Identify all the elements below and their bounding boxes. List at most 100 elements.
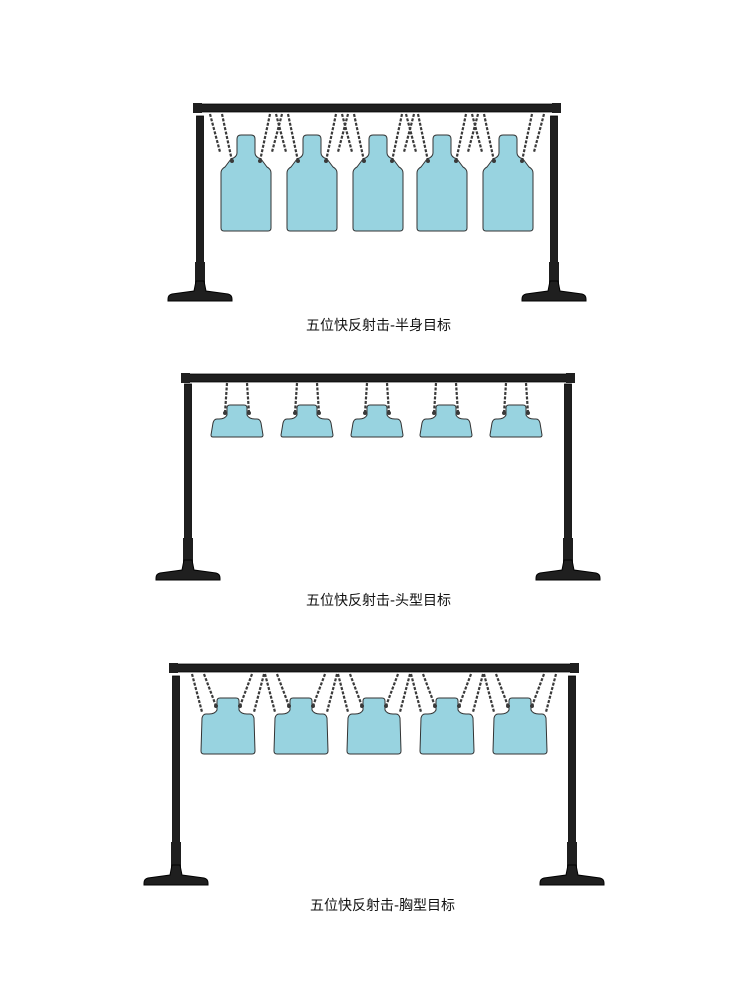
chain bbox=[324, 113, 338, 162]
hook bbox=[293, 411, 297, 415]
hook bbox=[506, 704, 510, 708]
target-plate bbox=[419, 404, 473, 438]
hook bbox=[247, 411, 251, 415]
chain bbox=[202, 673, 218, 707]
chain bbox=[502, 382, 508, 414]
stand-foot bbox=[167, 280, 233, 302]
target-plate bbox=[200, 697, 256, 755]
hook bbox=[324, 159, 328, 163]
hook bbox=[384, 704, 388, 708]
top-crossbar bbox=[171, 663, 577, 673]
stand-foot bbox=[535, 559, 601, 581]
post-sleeve bbox=[563, 538, 573, 566]
hook bbox=[492, 159, 496, 163]
target-plate bbox=[350, 404, 404, 438]
hook bbox=[433, 704, 437, 708]
half-body-target-stand bbox=[167, 103, 587, 302]
caption-chest: 五位快反射击-胸型目标 bbox=[310, 898, 456, 914]
chain bbox=[409, 673, 423, 713]
hook bbox=[426, 159, 430, 163]
target-plate bbox=[352, 134, 404, 232]
target-plate bbox=[492, 697, 548, 755]
target-plate bbox=[489, 404, 543, 438]
chain bbox=[258, 113, 272, 162]
chain bbox=[274, 113, 288, 153]
hook bbox=[287, 704, 291, 708]
chain bbox=[190, 673, 204, 713]
chain bbox=[348, 673, 364, 707]
chain bbox=[482, 673, 496, 713]
post-sleeve bbox=[549, 262, 559, 290]
chain bbox=[311, 673, 327, 707]
target-plate bbox=[273, 697, 329, 755]
chain bbox=[336, 673, 350, 713]
target-plate bbox=[482, 134, 534, 232]
post-sleeve bbox=[567, 842, 577, 870]
hook bbox=[520, 159, 524, 163]
target-plate bbox=[280, 404, 334, 438]
hook bbox=[454, 159, 458, 163]
target-plate bbox=[419, 697, 475, 755]
target-plate bbox=[286, 134, 338, 232]
chain bbox=[315, 382, 321, 414]
chest-target-stand bbox=[143, 663, 605, 886]
chain bbox=[421, 673, 437, 707]
corner-joint bbox=[566, 373, 575, 383]
corner-joint bbox=[169, 663, 178, 673]
chain bbox=[402, 113, 416, 153]
chain bbox=[352, 113, 366, 162]
chain bbox=[263, 673, 277, 713]
chain bbox=[466, 113, 480, 153]
top-crossbar bbox=[183, 373, 573, 383]
post-sleeve bbox=[171, 842, 181, 870]
chain bbox=[390, 113, 404, 162]
chain bbox=[471, 673, 485, 713]
corner-joint bbox=[193, 103, 202, 113]
chain bbox=[220, 113, 234, 162]
chain bbox=[457, 673, 473, 707]
chain bbox=[454, 382, 460, 414]
hook bbox=[214, 704, 218, 708]
hook bbox=[457, 704, 461, 708]
chain bbox=[524, 382, 530, 414]
stand-foot bbox=[143, 864, 209, 886]
stand-foot bbox=[539, 864, 605, 886]
chain bbox=[270, 113, 284, 153]
hook bbox=[360, 704, 364, 708]
head-target-stand bbox=[155, 373, 601, 581]
chain bbox=[363, 382, 369, 414]
left-post bbox=[172, 675, 180, 871]
chain bbox=[208, 113, 222, 153]
hook bbox=[317, 411, 321, 415]
target-plate bbox=[210, 404, 264, 438]
hook bbox=[258, 159, 262, 163]
corner-joint bbox=[552, 103, 561, 113]
chain bbox=[482, 113, 496, 162]
chain bbox=[340, 113, 354, 153]
post-sleeve bbox=[183, 538, 193, 566]
chain bbox=[454, 113, 468, 162]
hook bbox=[311, 704, 315, 708]
caption-head: 五位快反射击-头型目标 bbox=[306, 593, 452, 609]
corner-joint bbox=[570, 663, 579, 673]
hook bbox=[502, 411, 506, 415]
chain bbox=[404, 113, 418, 153]
chain bbox=[238, 673, 254, 707]
hook bbox=[362, 159, 366, 163]
hook bbox=[526, 411, 530, 415]
chain bbox=[432, 382, 438, 414]
chain bbox=[252, 673, 266, 713]
chain bbox=[275, 673, 291, 707]
corner-joint bbox=[181, 373, 190, 383]
hook bbox=[432, 411, 436, 415]
hook bbox=[238, 704, 242, 708]
target-plate bbox=[346, 697, 402, 755]
chain bbox=[494, 673, 510, 707]
target-plate bbox=[220, 134, 272, 232]
chain bbox=[336, 113, 350, 153]
chain bbox=[470, 113, 484, 153]
chain bbox=[325, 673, 339, 713]
chain bbox=[530, 673, 546, 707]
chain bbox=[532, 113, 546, 153]
